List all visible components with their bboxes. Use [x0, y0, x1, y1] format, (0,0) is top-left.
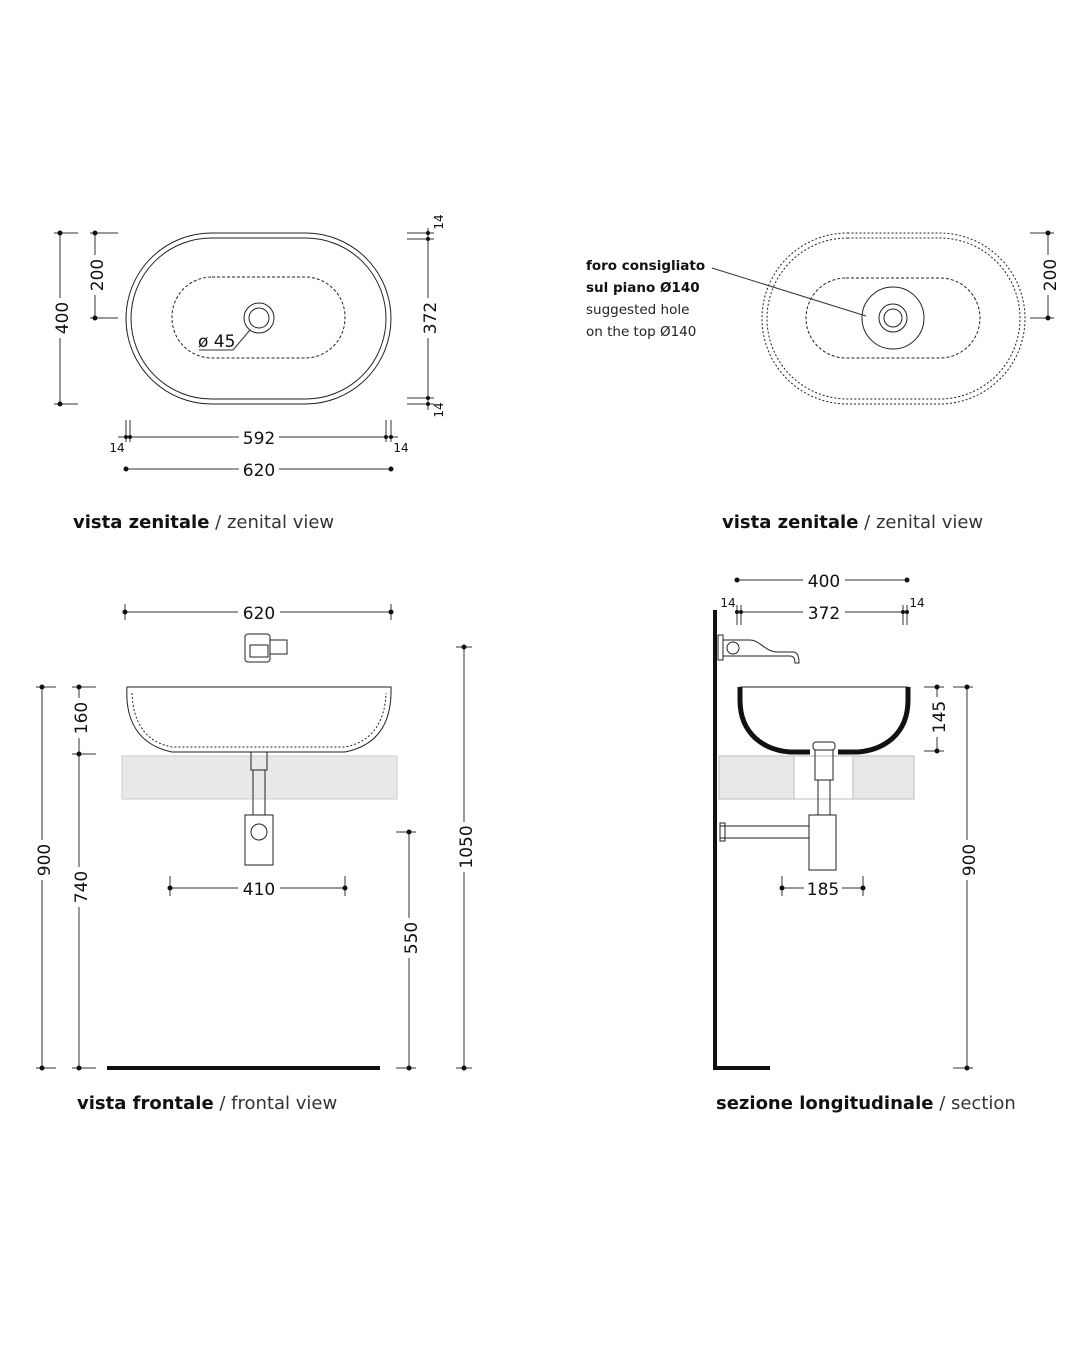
dim-400: 400: [53, 302, 73, 334]
basin-bottom-dashed: [171, 276, 346, 359]
note-en-line-2: on the top Ø140: [586, 324, 697, 340]
dim-160: 160: [72, 702, 92, 734]
caption-en: / section: [939, 1093, 1016, 1114]
zenital-view-right: 200: [711, 230, 1061, 405]
dim-145: 145: [930, 701, 950, 733]
dim-592: 592: [243, 429, 275, 449]
zenital-view-left: ø 45 400 200 372 14 14: [50, 214, 446, 481]
section-view: 400 372 14 14: [713, 570, 980, 1071]
dimension-410: 410: [167, 876, 348, 900]
caption-zenital-left: vista zenitale / zenital view: [73, 512, 334, 533]
note-en-line-1: suggested hole: [586, 302, 690, 318]
caption-frontal: vista frontale / frontal view: [77, 1093, 337, 1114]
note-it-line-2: sul piano Ø140: [586, 280, 700, 296]
dim-372: 372: [421, 302, 441, 334]
caption-en: / zenital view: [215, 512, 335, 533]
dimension-620: 620: [123, 459, 394, 481]
basin-bottom-dashed: [805, 277, 981, 359]
wall-faucet-icon: [717, 634, 800, 664]
basin-section: [737, 687, 911, 755]
dimension-200-right: 200: [1030, 230, 1061, 321]
faucet-icon: [244, 633, 288, 663]
caption-zenital-right: vista zenitale / zenital view: [722, 512, 983, 533]
countertop-right: [852, 755, 915, 800]
drain-cap: [812, 741, 836, 751]
dimension-400-section: 400: [734, 570, 910, 592]
dimension-372: 372 14 14: [407, 214, 446, 418]
frontal-view: 620 410 900: [32, 602, 477, 1071]
caption-en: / frontal view: [219, 1093, 338, 1114]
dim-200-right: 200: [1041, 259, 1061, 291]
dim-620-front: 620: [243, 604, 275, 624]
bottle-trap: [244, 814, 274, 866]
dimension-145: 145: [924, 684, 950, 754]
dim-14-section-left: 14: [720, 596, 735, 610]
drain-outer: [243, 302, 275, 334]
drain-leader-line: [199, 329, 251, 351]
note-leader-line: [711, 267, 867, 317]
basin-front: [126, 686, 392, 753]
caption-section: sezione longitudinale / section: [716, 1093, 1016, 1114]
dimension-900-section: 900: [953, 684, 980, 1071]
dim-620: 620: [243, 461, 275, 481]
waste-pipe-flange: [719, 822, 726, 842]
drain-inner: [883, 308, 903, 328]
dim-900-front: 900: [35, 844, 55, 876]
dimension-620-front: 620: [122, 602, 394, 624]
dimension-592: 592 14 14: [109, 420, 409, 455]
dimension-185: 185: [779, 876, 866, 900]
dim-14-left: 14: [109, 441, 124, 455]
caption-en: / zenital view: [864, 512, 984, 533]
dim-1050: 1050: [457, 825, 477, 868]
waste-pipe: [719, 825, 810, 839]
dim-410: 410: [243, 880, 275, 900]
trap-outlet: [250, 823, 268, 841]
dim-740: 740: [72, 871, 92, 903]
drain-diameter-label: ø 45: [198, 332, 235, 352]
dim-14-right: 14: [393, 441, 408, 455]
dim-185: 185: [807, 880, 839, 900]
countertop-left: [718, 755, 795, 800]
dim-372-section: 372: [808, 604, 840, 624]
dim-14-section-right: 14: [909, 596, 924, 610]
dimension-372-section: 372 14 14: [720, 596, 925, 625]
countertop: [121, 755, 398, 800]
caption-it: sezione longitudinale: [716, 1093, 934, 1114]
countertop-hole: [793, 755, 854, 800]
suggested-hole: [861, 286, 925, 350]
basin-inner-contour: [131, 692, 387, 748]
dim-550: 550: [402, 922, 422, 954]
dimension-900-front: 900: [32, 684, 56, 1071]
basin-outline-inner-dotted: [766, 237, 1021, 400]
basin-outline-outer-dotted: [761, 232, 1026, 405]
suggested-hole-note: foro consigliato sul piano Ø140 suggeste…: [586, 255, 705, 343]
caption-it: vista zenitale: [722, 512, 859, 533]
dim-400-section: 400: [808, 572, 840, 592]
dimension-160-740: 160 740: [69, 684, 96, 1071]
dim-14-bottom: 14: [432, 402, 446, 417]
bottle-trap-section: [808, 814, 837, 871]
dim-900-section: 900: [960, 844, 980, 876]
caption-it: vista zenitale: [73, 512, 210, 533]
dimension-550: 550: [396, 829, 422, 1071]
caption-it: vista frontale: [77, 1093, 214, 1114]
drain-outer: [878, 303, 908, 333]
dim-14-top: 14: [432, 214, 446, 229]
dimension-200: 200: [85, 230, 118, 321]
basin-outline-outer: [125, 232, 392, 405]
dim-200: 200: [88, 259, 108, 291]
basin-outline-inner: [130, 237, 387, 400]
dimension-400: 400: [50, 230, 78, 407]
dimension-1050: 1050: [454, 644, 477, 1071]
drain-inner: [248, 307, 270, 329]
note-it-line-1: foro consigliato: [586, 258, 706, 274]
